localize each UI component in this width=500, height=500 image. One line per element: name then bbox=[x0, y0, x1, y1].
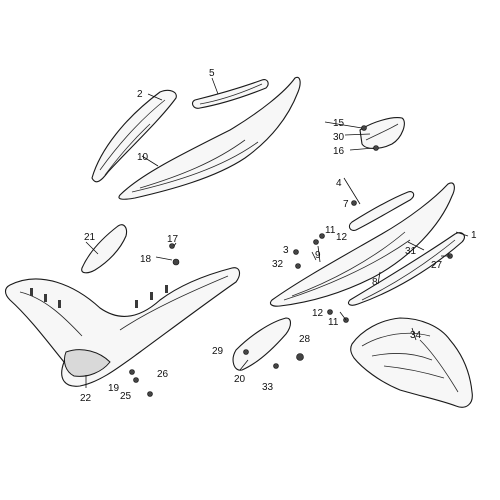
callout-17: 17 bbox=[167, 234, 179, 245]
callout-16: 16 bbox=[333, 146, 345, 157]
screw-28-icon bbox=[296, 353, 304, 361]
callout-10: 10 bbox=[137, 152, 149, 163]
callout-15: 15 bbox=[333, 118, 345, 129]
part-21-bracket[interactable] bbox=[81, 224, 128, 274]
callout-20: 20 bbox=[234, 374, 246, 385]
callout-30: 30 bbox=[333, 132, 345, 143]
part-10-side-panel[interactable] bbox=[118, 76, 301, 200]
callout-26: 26 bbox=[157, 369, 169, 380]
callout-5: 5 bbox=[209, 68, 215, 79]
screw-3-icon bbox=[293, 249, 299, 255]
screw-25-icon bbox=[147, 391, 153, 397]
screw-18-icon bbox=[172, 258, 180, 266]
screw-11a-icon bbox=[319, 233, 325, 239]
callout-8: 8 bbox=[372, 277, 378, 288]
callout-4: 4 bbox=[336, 178, 342, 189]
callout-1: 1 bbox=[471, 230, 477, 241]
callout-33: 33 bbox=[262, 382, 274, 393]
callout-9: 9 bbox=[315, 250, 321, 261]
screw-32-icon bbox=[295, 263, 301, 269]
callout-11a: 11 bbox=[325, 225, 336, 236]
callout-22: 22 bbox=[80, 393, 92, 404]
part-4-right-handle[interactable] bbox=[348, 191, 415, 231]
part-2-side-fairing-upper[interactable] bbox=[91, 89, 177, 183]
callout-31: 31 bbox=[405, 246, 417, 257]
screw-26-icon bbox=[129, 369, 135, 375]
part-9-right-side-panel[interactable] bbox=[269, 182, 455, 307]
callout-19: 19 bbox=[108, 383, 120, 394]
screw-15-icon bbox=[361, 125, 367, 131]
callout-21: 21 bbox=[84, 232, 96, 243]
screw-17-icon bbox=[169, 243, 175, 249]
callout-7: 7 bbox=[343, 199, 349, 210]
screw-12a-icon bbox=[313, 239, 319, 245]
callout-11b: 11 bbox=[328, 317, 339, 328]
screw-16-icon bbox=[373, 145, 379, 151]
callout-32: 32 bbox=[272, 259, 284, 270]
part-30-access-cover[interactable] bbox=[359, 117, 405, 150]
part-34-inner-fender[interactable] bbox=[350, 317, 473, 408]
callout-27: 27 bbox=[431, 260, 443, 271]
callout-34: 34 bbox=[410, 330, 422, 341]
screw-29-icon bbox=[243, 349, 249, 355]
screw-7-icon bbox=[351, 200, 357, 206]
fasteners bbox=[129, 125, 453, 397]
part-22-leg-shield[interactable] bbox=[4, 267, 241, 387]
part-1-rear-strip[interactable] bbox=[347, 232, 465, 306]
screw-19-icon bbox=[133, 377, 139, 383]
leader-lines bbox=[85, 77, 469, 388]
part-5-grab-handle[interactable] bbox=[191, 79, 269, 109]
callout-29: 29 bbox=[212, 346, 224, 357]
part-20-lower-cover[interactable] bbox=[232, 317, 292, 371]
callout-28: 28 bbox=[299, 334, 311, 345]
callout-2: 2 bbox=[137, 89, 143, 100]
screw-12b-icon bbox=[327, 309, 333, 315]
callout-12a: 12 bbox=[336, 232, 348, 243]
callout-3: 3 bbox=[283, 245, 289, 256]
callout-12b: 12 bbox=[312, 308, 324, 319]
screw-33-icon bbox=[273, 363, 279, 369]
callouts: 1 2 3 4 5 7 8 9 10 11 11 12 12 15 16 17 … bbox=[80, 68, 477, 404]
callout-18: 18 bbox=[140, 254, 152, 265]
callout-25: 25 bbox=[120, 391, 132, 402]
